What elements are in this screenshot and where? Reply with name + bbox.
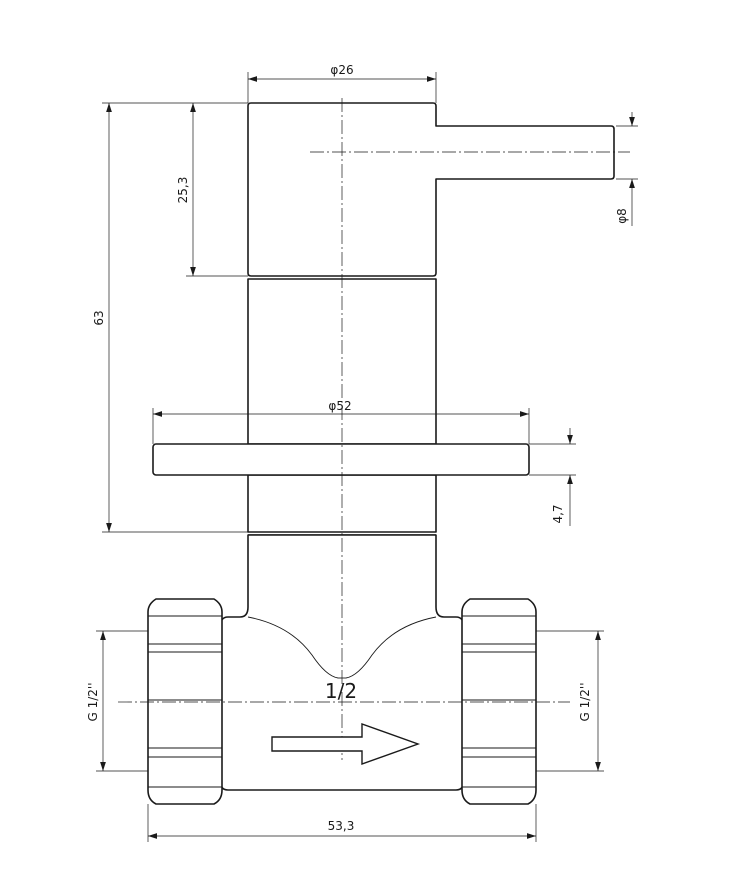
body-neck-curve xyxy=(247,616,437,679)
dim-total-height: 63 xyxy=(92,310,106,325)
dimension-lines xyxy=(96,72,638,842)
handle xyxy=(247,102,615,277)
left-hex-nut xyxy=(147,598,223,805)
right-hex-nut xyxy=(461,598,537,805)
body-label: 1/2 xyxy=(325,679,357,703)
dim-thread-right: G 1/2'' xyxy=(578,682,592,721)
dim-lever-diameter: φ8 xyxy=(615,208,629,224)
valve-outline xyxy=(147,102,615,805)
valve-body xyxy=(219,534,465,791)
flange xyxy=(152,443,530,476)
left-nut-facets xyxy=(148,615,222,788)
dim-thread-left: G 1/2'' xyxy=(86,682,100,721)
center-lines xyxy=(118,98,630,760)
dim-flange-thickness: 4,7 xyxy=(551,504,565,523)
dim-handle-diameter: φ26 xyxy=(330,63,353,77)
dimension-labels: φ26 φ8 25,3 63 φ52 4,7 G 1/2'' G 1/2'' 5… xyxy=(86,63,629,833)
dim-flange-diameter: φ52 xyxy=(328,399,351,413)
dim-handle-height: 25,3 xyxy=(176,177,190,204)
right-nut-facets xyxy=(462,615,536,788)
dim-body-length: 53,3 xyxy=(328,819,355,833)
flow-arrow xyxy=(271,723,421,765)
